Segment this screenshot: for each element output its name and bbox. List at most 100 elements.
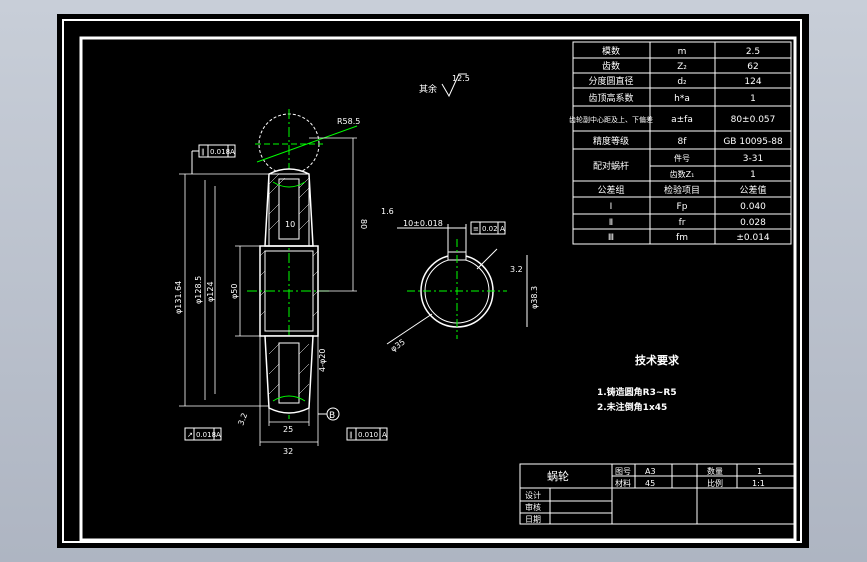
tol-frame-key: ≡ 0.02 A <box>470 221 506 235</box>
row-center-symbol: a±fa <box>671 115 693 125</box>
dimension-lines-left <box>179 137 357 446</box>
roughness-symbol-icon <box>441 73 467 98</box>
tol-value: 0.02 <box>482 225 498 233</box>
roughness-note-label: 其余 <box>419 83 437 95</box>
tech-req-title: 技术要求 <box>635 353 680 367</box>
qty-label: 数量 <box>707 466 723 476</box>
web-lower <box>278 342 300 404</box>
designer-label: 设计 <box>525 490 541 500</box>
roughness-note: 其余 12.5 <box>419 73 470 98</box>
tech-req-item-1: 1.铸造圆角R3~R5 <box>597 386 677 398</box>
tol-symbol: ∥ <box>349 431 353 439</box>
dim-root-diameter: φ128.5 <box>194 276 203 304</box>
tol-symbol: ≡ <box>473 225 479 233</box>
row-grade-name: 精度等级 <box>593 135 629 147</box>
roughness-note-value: 12.5 <box>452 74 470 83</box>
dim-bore-diameter: φ50 <box>230 284 239 299</box>
material-label: 材料 <box>615 478 631 488</box>
header-tol: 公差值 <box>739 184 766 196</box>
ratio-label: 比例 <box>707 478 723 488</box>
tol-value: 0.018 <box>196 431 216 439</box>
dim-throat-radius: R58.5 <box>337 117 360 126</box>
tol-symbol: ↗ <box>187 431 193 439</box>
drawing-no-value: A3 <box>645 467 656 476</box>
tol-group-3: Ⅲ <box>608 233 614 243</box>
tol-group-1: Ⅰ <box>610 202 613 212</box>
tol-frame-bottom-left: ↗ 0.018 A <box>184 427 222 441</box>
roughness-32: 3.2 <box>510 265 523 274</box>
row-teeth-value: 62 <box>747 62 758 72</box>
tol-value-3: ±0.014 <box>736 233 770 243</box>
web-upper <box>278 178 300 240</box>
mating-name: 配对蜗杆 <box>593 160 629 172</box>
tol-frame-top-left: ∥ 0.018 A <box>191 144 236 174</box>
params-table-text: 模数 m 2.5 齿数 Z₂ 62 分度圆直径 d₂ 124 齿顶高系数 h*a… <box>569 45 783 243</box>
hatch-lower <box>268 343 310 395</box>
throat-lower-arc <box>272 395 306 402</box>
throat-upper-arc <box>272 181 306 188</box>
tol-value-1: 0.040 <box>740 202 766 212</box>
end-view <box>386 224 528 345</box>
datum-label: B <box>329 411 335 421</box>
tol-frame-bottom-right: ∥ 0.010 A <box>346 427 388 441</box>
tol-item-2: fr <box>679 218 686 228</box>
tol-value-2: 0.028 <box>740 218 766 228</box>
row-pitch-symbol: d₂ <box>677 77 687 87</box>
row-grade-symbol: 8f <box>678 137 688 147</box>
roughness-bottom-left: 3.2 <box>236 412 249 427</box>
dim-width-25: 25 <box>283 425 293 434</box>
outer-frame <box>62 19 802 543</box>
dimension-text-left: φ131.64 φ128.5 φ124 φ50 80 10 4-φ20 25 3… <box>174 117 368 456</box>
tol-item-1: Fp <box>677 202 688 212</box>
row-teeth-symbol: Z₂ <box>677 62 687 72</box>
row-module-name: 模数 <box>602 45 620 57</box>
part-name: 蜗轮 <box>547 469 569 483</box>
dim-rim-width: 10 <box>285 220 295 229</box>
mating-label-2: 齿数Z₁ <box>670 169 695 179</box>
tech-req-item-2: 2.未注倒角1x45 <box>597 401 667 413</box>
row-addendum-name: 齿顶高系数 <box>588 92 633 104</box>
hatch-upper <box>268 173 310 231</box>
row-center-value: 80±0.057 <box>731 115 776 125</box>
row-center-name: 齿轮副中心距及上、下偏差 <box>569 115 653 124</box>
worm-wheel-section <box>247 109 358 419</box>
ratio-value: 1:1 <box>752 479 765 488</box>
row-pitch-value: 124 <box>744 77 761 87</box>
header-item: 检验项目 <box>664 184 700 196</box>
dim-key-depth: φ38.3 <box>530 286 539 309</box>
row-addendum-value: 1 <box>750 94 756 104</box>
rim-upper <box>264 168 314 247</box>
drawing-no-label: 图号 <box>615 467 631 476</box>
mating-value-2: 1 <box>750 170 756 180</box>
leader-rough <box>476 248 498 270</box>
roughness-16: 1.6 <box>381 207 394 216</box>
dim-key-width: 10±0.018 <box>403 219 443 228</box>
tech-requirements: 技术要求 1.铸造圆角R3~R5 2.未注倒角1x45 <box>597 353 680 413</box>
row-teeth-name: 齿数 <box>602 60 620 72</box>
tol-symbol: ∥ <box>201 148 205 156</box>
hatch-hub <box>259 250 319 317</box>
throat-leader <box>256 125 358 163</box>
params-table <box>572 41 792 245</box>
row-grade-value: GB 10095-88 <box>723 137 783 147</box>
mating-label-1: 件号 <box>674 153 690 163</box>
dim-outer-diameter: φ131.64 <box>174 281 183 314</box>
drawing-viewport[interactable]: 模数 m 2.5 齿数 Z₂ 62 分度圆直径 d₂ 124 齿顶高系数 h*a… <box>57 14 809 548</box>
inner-frame <box>79 36 797 542</box>
title-block-text: 蜗轮 图号 A3 材料 45 数量 1 比例 1:1 设计 审核 日期 <box>525 466 765 524</box>
tol-datum: A <box>216 431 221 439</box>
tol-value: 0.018 <box>210 148 230 156</box>
dim-bore: φ35 <box>389 337 407 353</box>
tol-value: 0.010 <box>358 431 378 439</box>
material-value: 45 <box>645 479 655 488</box>
dim-holes: 4-φ20 <box>318 349 327 372</box>
row-module-symbol: m <box>678 47 687 57</box>
row-module-value: 2.5 <box>746 47 760 57</box>
tol-item-3: fm <box>676 233 688 243</box>
tol-datum: A <box>500 225 505 233</box>
qty-value: 1 <box>757 467 762 476</box>
leader-bore <box>386 313 433 345</box>
dim-width-32: 32 <box>283 447 293 456</box>
datum-b: B <box>318 407 340 421</box>
tol-datum: A <box>382 431 387 439</box>
